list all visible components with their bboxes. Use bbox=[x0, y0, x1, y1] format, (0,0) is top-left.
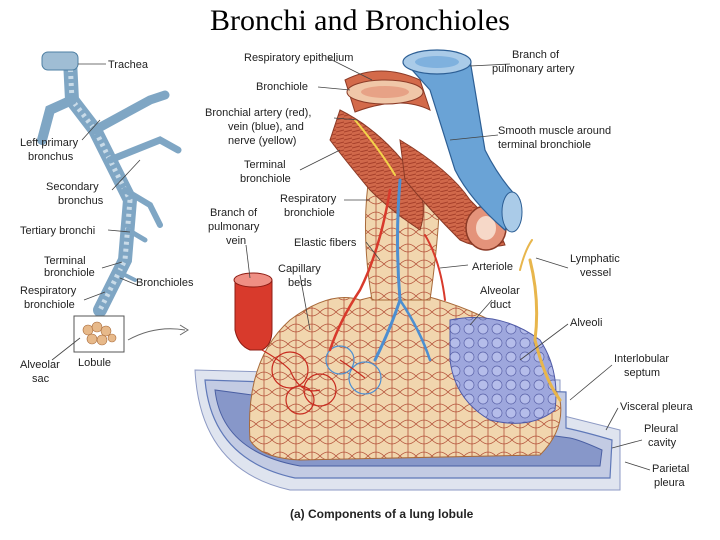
lymphatic-vessel-shape bbox=[528, 258, 562, 402]
svg-text:bronchiole: bronchiole bbox=[284, 207, 335, 219]
svg-text:cavity: cavity bbox=[648, 437, 677, 449]
svg-text:bronchus: bronchus bbox=[28, 151, 74, 163]
svg-text:duct: duct bbox=[490, 299, 511, 311]
svg-text:terminal bronchiole: terminal bronchiole bbox=[498, 139, 591, 151]
svg-text:bronchiole: bronchiole bbox=[24, 299, 75, 311]
svg-text:septum: septum bbox=[624, 367, 660, 379]
figure-caption: (a) Components of a lung lobule bbox=[290, 507, 474, 521]
label-respiratory: Respiratory bbox=[20, 285, 77, 297]
svg-text:bronchiole: bronchiole bbox=[44, 267, 95, 279]
svg-text:nerve (yellow): nerve (yellow) bbox=[228, 135, 296, 147]
svg-text:pulmonary: pulmonary bbox=[208, 221, 260, 233]
svg-text:bronchiole: bronchiole bbox=[240, 173, 291, 185]
svg-text:vein (blue), and: vein (blue), and bbox=[228, 121, 304, 133]
label-terminal: Terminal bbox=[44, 255, 86, 267]
label-respiratory-epithelium: Respiratory epithelium bbox=[244, 52, 353, 64]
label-branch-pulmonary-artery: Branch of bbox=[512, 49, 560, 61]
svg-text:sac: sac bbox=[32, 373, 50, 385]
label-respiratory-bronchiole: Respiratory bbox=[280, 193, 337, 205]
lobule-box bbox=[73, 315, 125, 353]
label-interlobular-septum: Interlobular bbox=[614, 353, 669, 365]
page-title: Bronchi and Bronchioles bbox=[210, 4, 510, 37]
label-alveoli: Alveoli bbox=[570, 317, 602, 329]
label-branch-pulmonary-vein: Branch of bbox=[210, 207, 258, 219]
svg-text:beds: beds bbox=[288, 277, 312, 289]
nerve-shape bbox=[354, 119, 396, 176]
alveolar-duct-cut bbox=[449, 317, 557, 424]
label-pleural-cavity: Pleural bbox=[644, 423, 678, 435]
label-trachea: Trachea bbox=[108, 59, 149, 71]
label-visceral-pleura: Visceral pleura bbox=[620, 401, 693, 413]
svg-text:bronchus: bronchus bbox=[58, 195, 104, 207]
label-terminal-bronchiole: Terminal bbox=[244, 159, 286, 171]
lobule-illustration bbox=[194, 49, 621, 491]
label-left-primary: Left primary bbox=[20, 137, 79, 149]
pulmonary-vein-branch bbox=[234, 279, 273, 351]
label-parietal-pleura: Parietal bbox=[652, 463, 689, 475]
label-secondary: Secondary bbox=[46, 181, 99, 193]
label-smooth-muscle: Smooth muscle around bbox=[498, 125, 611, 137]
label-alveolar-duct: Alveolar bbox=[480, 285, 520, 297]
bronchial-tree-figure bbox=[37, 51, 189, 353]
label-arteriole: Arteriole bbox=[472, 261, 513, 273]
zoom-arrow bbox=[127, 328, 186, 341]
label-bronchial-artery: Bronchial artery (red), bbox=[205, 107, 311, 119]
svg-text:vessel: vessel bbox=[580, 267, 611, 279]
label-capillary-beds: Capillary bbox=[278, 263, 321, 275]
svg-text:pleura: pleura bbox=[654, 477, 685, 489]
svg-text:vein: vein bbox=[226, 235, 246, 247]
label-bronchioles: Bronchioles bbox=[136, 277, 194, 289]
label-elastic-fibers: Elastic fibers bbox=[294, 237, 357, 249]
label-lymphatic-vessel: Lymphatic bbox=[570, 253, 620, 265]
label-alveolar-sac: Alveolar bbox=[20, 359, 60, 371]
label-bronchiole: Bronchiole bbox=[256, 81, 308, 93]
label-lobule: Lobule bbox=[78, 357, 111, 369]
capillary-beds-shape bbox=[261, 345, 382, 415]
svg-text:pulmonary artery: pulmonary artery bbox=[492, 63, 575, 75]
label-tertiary: Tertiary bronchi bbox=[20, 225, 95, 237]
